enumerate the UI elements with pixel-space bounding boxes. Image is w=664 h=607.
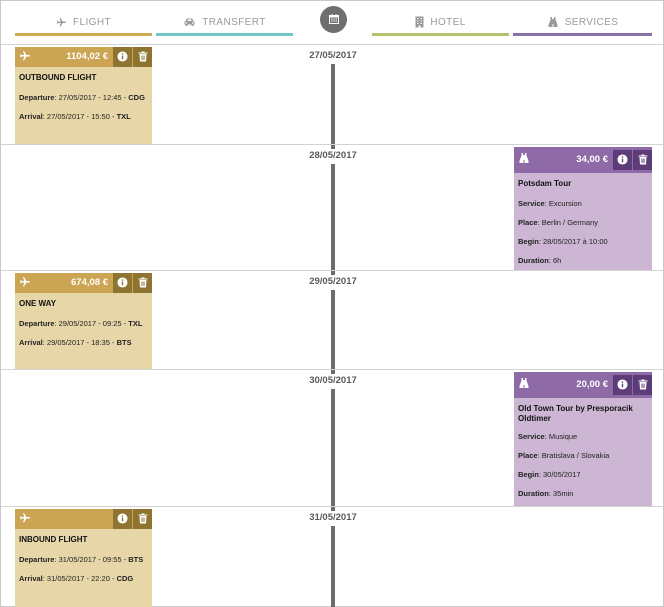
trash-icon [138,513,148,526]
building-icon [415,16,424,28]
trash-icon [638,154,648,167]
tab-hotel[interactable]: HOTEL [372,11,509,36]
card-price: 20,00 € [576,379,608,390]
info-icon [117,512,128,526]
tab-hotel-label: HOTEL [430,16,466,28]
delete-button[interactable] [632,375,652,395]
card-header: 674,08 € [15,273,152,293]
departure-row: Departure: 29/05/2017 - 09:25 - TXL [19,319,143,328]
service-row: Service: Musique [518,432,578,441]
departure-row: Departure: 27/05/2017 - 12:45 - CDG [19,93,145,102]
flight-card: 1104,02 € OUTBOUND FLIGHT Departure: 27/… [15,47,152,144]
departure-row: Departure: 31/05/2017 - 09:55 - BTS [19,555,144,564]
begin-row: Begin: 28/05/2017 à 10:00 [518,237,608,246]
info-icon [117,276,128,290]
arrival-row: Arrival: 29/05/2017 - 18:35 - BTS [19,338,132,347]
trash-icon [638,379,648,392]
card-title: Potsdam Tour [518,179,572,188]
delete-button[interactable] [632,150,652,170]
day-section: 30/05/2017 20,00 € Old Town Tour by Pres… [1,370,664,507]
timeline-line [331,63,335,607]
day-section: 27/05/2017 1104,02 € OUTBOUND FLIGHT [1,45,664,145]
tab-transfert-underline [156,33,293,36]
day-date: 27/05/2017 [283,49,383,64]
delete-button[interactable] [132,273,152,293]
flight-card: 674,08 € ONE WAY Departure: 29/05/2017 -… [15,273,152,369]
card-header: 34,00 € [514,147,652,173]
tab-flight[interactable]: FLIGHT [15,11,152,36]
info-button[interactable] [112,273,132,293]
car-icon [183,17,196,28]
day-section: 29/05/2017 674,08 € ONE WAY Depar [1,271,664,370]
info-icon [117,50,128,64]
plane-icon [19,50,31,64]
info-button[interactable] [612,150,632,170]
day-date: 28/05/2017 [283,149,383,164]
card-title: OUTBOUND FLIGHT [19,73,97,82]
service-card: 34,00 € Potsdam Tour Service: Excursion … [514,147,652,270]
binoculars-icon [547,16,559,28]
day-date: 31/05/2017 [283,511,383,526]
begin-row: Begin: 30/05/2017 [518,470,581,479]
calendar-icon [328,13,340,27]
day-date: 29/05/2017 [283,275,383,290]
card-price: 674,08 € [71,277,108,288]
binoculars-icon [518,152,530,166]
flight-card: INBOUND FLIGHT Departure: 31/05/2017 - 0… [15,509,152,607]
tab-hotel-underline [372,33,509,36]
duration-row: Duration: 6h [518,256,562,265]
calendar-button[interactable] [320,6,347,33]
plane-icon [19,512,31,526]
day-section: 31/05/2017 INBOUND FLIGHT Depart [1,507,664,607]
binoculars-icon [518,377,530,391]
place-row: Place: Bratislava / Slovakia [518,451,610,460]
tab-services[interactable]: SERVICES [513,11,652,36]
tab-transfert[interactable]: TRANSFERT [156,11,293,36]
card-title: ONE WAY [19,299,57,308]
card-title: Old Town Tour by Presporacik Oldtimer [518,404,633,423]
plane-icon [19,276,31,290]
card-price: 34,00 € [576,154,608,165]
arrival-row: Arrival: 31/05/2017 - 22:20 - CDG [19,574,134,583]
trash-icon [138,277,148,290]
card-header: 20,00 € [514,372,652,398]
info-button[interactable] [112,47,132,67]
card-header [15,509,152,529]
plane-icon [56,17,67,28]
tab-flight-label: FLIGHT [73,16,111,28]
service-card: 20,00 € Old Town Tour by Presporacik Old… [514,372,652,506]
place-row: Place: Berlin / Germany [518,218,599,227]
delete-button[interactable] [132,509,152,529]
card-price: 1104,02 € [66,51,108,62]
tab-services-label: SERVICES [564,16,619,28]
info-button[interactable] [612,375,632,395]
info-icon [617,378,628,392]
trash-icon [138,51,148,64]
duration-row: Duration: 35min [518,489,574,498]
delete-button[interactable] [132,47,152,67]
info-button[interactable] [112,509,132,529]
day-date: 30/05/2017 [283,374,383,389]
day-section: 28/05/2017 34,00 € Potsdam Tour S [1,145,664,271]
card-title: INBOUND FLIGHT [19,535,88,544]
tab-services-underline [513,33,652,36]
card-header: 1104,02 € [15,47,152,67]
category-tabs: FLIGHT TRANSFERT [1,1,664,45]
info-icon [617,153,628,167]
tab-transfert-label: TRANSFERT [202,16,266,28]
service-row: Service: Excursion [518,199,582,208]
tab-flight-underline [15,33,152,36]
arrival-row: Arrival: 27/05/2017 - 15:50 - TXL [19,112,131,121]
